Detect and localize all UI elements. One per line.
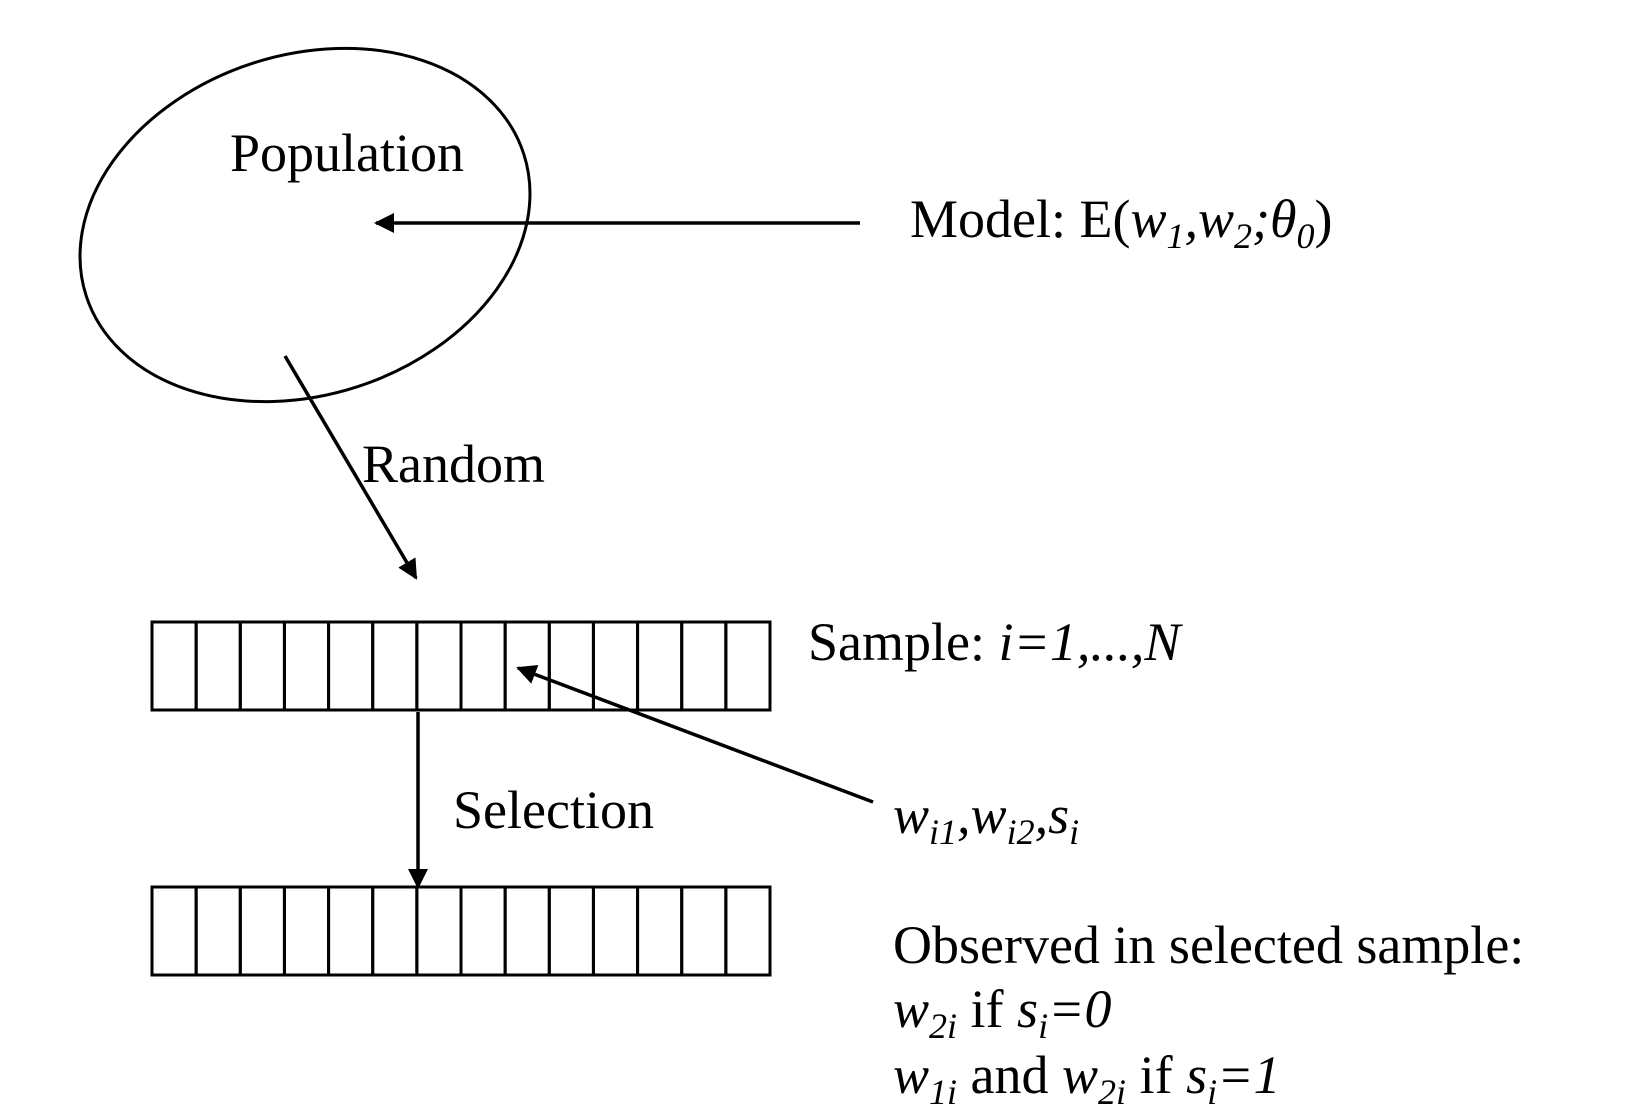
model-label: Model: E(w1,w2;θ0) (910, 189, 1333, 254)
random-label: Random (362, 434, 545, 494)
variables-arrow (516, 665, 874, 804)
obs2-w1: w (893, 1045, 930, 1105)
model-sep2: ; (1252, 189, 1271, 249)
obs1-s-sub: i (1038, 1005, 1049, 1046)
sample-index: i=1,...,N (998, 612, 1181, 672)
selected-sample-cell (680, 885, 728, 977)
sample-prefix: Sample: (808, 612, 999, 672)
vars-w1-sub: i1 (929, 811, 958, 852)
selected-sample-cell (636, 885, 684, 977)
sample-cell (282, 620, 331, 712)
obs2-s: s (1186, 1045, 1208, 1105)
sample-cell (547, 620, 595, 712)
selected-sample-cell (724, 885, 772, 977)
obs2-and: and (957, 1045, 1063, 1105)
variables-label: wi1,wi2,si (893, 785, 1079, 850)
obs1-s: s (1017, 979, 1039, 1039)
obs2-val: =1 (1217, 1045, 1281, 1105)
obs1-w: w (893, 979, 930, 1039)
observed-title: Observed in selected sample: (893, 915, 1525, 975)
observed-line-1: w2i if si=0 (893, 979, 1112, 1044)
selected-sample-cell (327, 885, 375, 977)
model-theta: θ (1270, 189, 1297, 249)
sample-cell (724, 620, 772, 712)
model-w2: w (1198, 189, 1235, 249)
vars-sep2: , (1034, 785, 1049, 845)
selected-sample-cell (194, 885, 242, 977)
sample-cell (150, 620, 198, 712)
obs1-val: =0 (1048, 979, 1112, 1039)
random-arrow (283, 355, 418, 580)
sample-cell (503, 620, 551, 712)
obs1-w-sub: 2i (929, 1005, 958, 1046)
vars-s-sub: i (1069, 811, 1080, 852)
obs1-if: if (957, 979, 1018, 1039)
sample-cell (415, 620, 463, 712)
obs2-if: if (1126, 1045, 1187, 1105)
model-theta-sub: 0 (1296, 215, 1315, 256)
sample-cell (194, 620, 242, 712)
vars-s: s (1048, 785, 1070, 845)
model-prefix: Model: E( (910, 189, 1131, 249)
model-sep1: , (1184, 189, 1199, 249)
selected-sample-array (150, 885, 772, 977)
selected-sample-cell (591, 885, 640, 977)
sample-cell (591, 620, 640, 712)
vars-w2-sub: i2 (1006, 811, 1035, 852)
selected-sample-cell (371, 885, 419, 977)
sample-label: Sample: i=1,...,N (808, 615, 1180, 669)
model-w1-sub: 1 (1166, 215, 1185, 256)
selected-sample-cell (547, 885, 595, 977)
obs2-s-sub: i (1207, 1071, 1218, 1112)
model-w2-sub: 2 (1234, 215, 1253, 256)
sample-cell (238, 620, 286, 712)
sample-cell (636, 620, 684, 712)
vars-w2: w (970, 785, 1007, 845)
selected-sample-cell (459, 885, 507, 977)
obs2-w2: w (1062, 1045, 1099, 1105)
sample-array (150, 620, 772, 712)
observed-line-2: w1i and w2i if si=1 (893, 1045, 1281, 1110)
selected-sample-cell (503, 885, 551, 977)
selected-sample-cell (150, 885, 198, 977)
selected-sample-cell (238, 885, 286, 977)
model-w1: w (1130, 189, 1167, 249)
sample-cell (327, 620, 375, 712)
selected-sample-cell (282, 885, 331, 977)
selected-sample-cell (415, 885, 463, 977)
model-suffix: ) (1314, 189, 1333, 249)
vars-w1: w (893, 785, 930, 845)
population-ellipse (78, 46, 532, 404)
obs2-w1-sub: 1i (929, 1071, 958, 1112)
sample-cell (371, 620, 419, 712)
sample-cell (459, 620, 507, 712)
vars-sep1: , (957, 785, 971, 845)
population-label: Population (230, 123, 465, 183)
selection-label: Selection (453, 780, 654, 840)
obs2-w2-sub: 2i (1098, 1071, 1127, 1112)
sample-cell (680, 620, 728, 712)
